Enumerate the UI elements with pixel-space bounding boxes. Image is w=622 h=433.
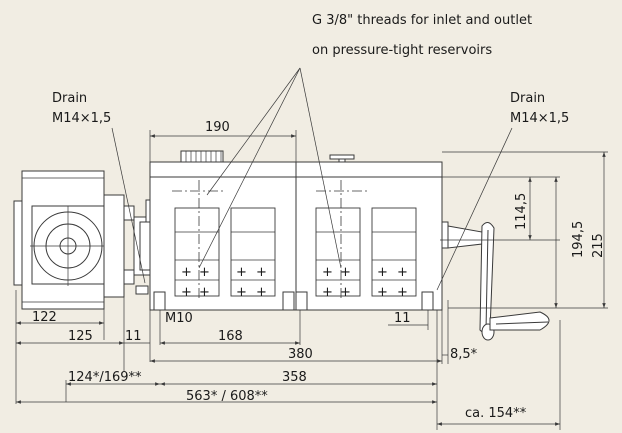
svg-text:+: + [397,285,408,300]
dim-handle-offset: 8,5* [450,347,478,362]
svg-text:+: + [340,265,351,280]
svg-text:+: + [340,285,351,300]
motor-assembly [13,170,151,310]
dim-right-gap: 11 [394,311,411,326]
svg-text:+: + [199,265,210,280]
svg-text:+: + [256,265,267,280]
svg-text:+: + [181,285,192,300]
drain-right-spec: M14×1,5 [510,111,569,126]
svg-text:+: + [256,285,267,300]
svg-text:+: + [181,265,192,280]
dim-height-mid: 194,5 [571,221,586,258]
dimension-lines [15,130,608,430]
threads-callout-line2: on pressure-tight reservoirs [312,43,492,58]
svg-text:+: + [322,265,333,280]
callout-labels: G 3/8" threads for inlet and outlet on p… [52,13,569,326]
dim-height-total: 215 [591,233,606,258]
dim-motor-extension: 124*/169** [68,370,142,385]
svg-text:+: + [322,285,333,300]
dim-handle-reach: ca. 154** [465,406,527,421]
drain-left-title: Drain [52,91,87,106]
filter-elements: + + + + + + + + + + + + + + + + [174,207,417,300]
dim-height-inner: 114,5 [514,193,529,230]
leader-lines [111,67,513,291]
svg-text:+: + [236,265,247,280]
handwheel-handle [447,222,550,341]
drain-left-spec: M14×1,5 [52,111,111,126]
dim-left-gap: 11 [125,329,142,344]
svg-text:+: + [199,285,210,300]
dim-overall-length: 563* / 608** [186,389,268,404]
drain-right-title: Drain [510,91,545,106]
dim-hole-to-end: 358 [282,370,307,385]
svg-text:+: + [377,285,388,300]
dim-motor-flange: 122 [32,310,57,325]
svg-text:+: + [377,265,388,280]
dimension-labels: 190 114,5 194,5 215 122 125 11 168 11 38… [32,120,606,421]
dim-hole-spacing: 168 [218,329,243,344]
dim-motor-width: 125 [68,329,93,344]
mount-thread-label: M10 [165,311,193,326]
svg-text:+: + [397,265,408,280]
dim-overall-body: 380 [288,347,313,362]
dim-top-width: 190 [205,120,230,135]
threads-callout-line1: G 3/8" threads for inlet and outlet [312,13,532,28]
svg-text:+: + [236,285,247,300]
